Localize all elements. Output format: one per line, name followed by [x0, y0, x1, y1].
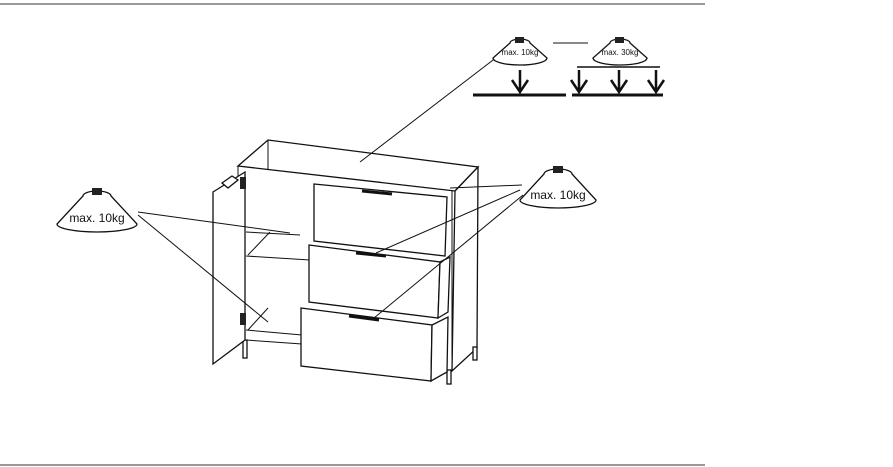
weight-label-top-distributed: max. 30kg [602, 48, 639, 57]
weight-label-drawers: max. 10kg [530, 188, 585, 202]
cabinet-drawing [212, 139, 480, 385]
weight-icon-top-single: max. 10kg [492, 37, 548, 66]
weight-label-top-single: max. 10kg [502, 48, 539, 57]
leader-lines [137, 42, 588, 323]
weight-label-shelves: max. 10kg [69, 211, 124, 225]
weight-icon-drawers: max. 10kg [519, 166, 597, 209]
weight-icon-shelves: max. 10kg [56, 188, 138, 233]
open-door [212, 170, 246, 366]
weight-icon-top-distributed: max. 30kg [592, 37, 648, 66]
load-arrows [473, 66, 666, 97]
drawer-top [313, 183, 448, 257]
